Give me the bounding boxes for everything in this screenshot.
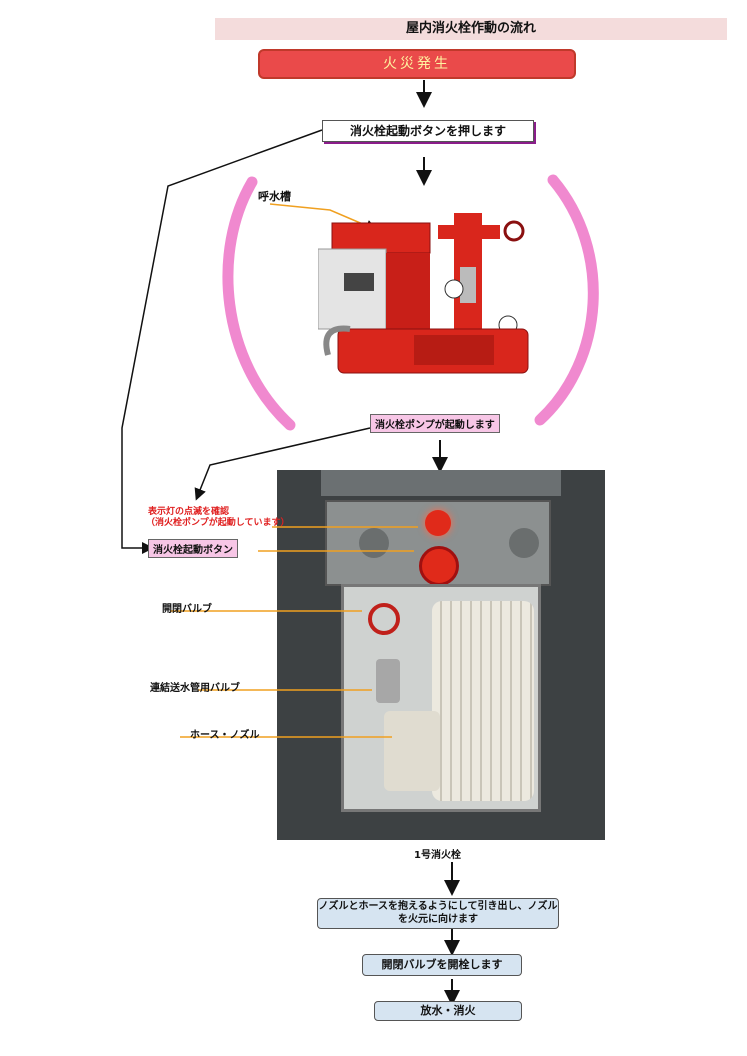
hose-rack bbox=[432, 601, 534, 801]
step-pump-starts: 消火栓ポンプが起動します bbox=[370, 414, 500, 433]
bracket-right bbox=[534, 174, 599, 426]
step-open-valve: 開閉バルブを開栓します bbox=[362, 954, 522, 976]
standpipe-valve-icon bbox=[376, 659, 400, 703]
step-fire: 火災発生 bbox=[258, 49, 576, 79]
page-title: 屋内消火栓作動の流れ bbox=[215, 18, 727, 40]
step-press-button: 消火栓起動ボタンを押します bbox=[322, 120, 534, 142]
label-start-button: 消火栓起動ボタン bbox=[148, 539, 238, 558]
fire-pump-image bbox=[318, 213, 529, 374]
label-indicator-line2: （消火栓ポンプが起動しています） bbox=[146, 518, 290, 528]
bracket-left bbox=[222, 176, 296, 431]
connector-pump-to-indicator bbox=[194, 427, 371, 501]
step-pull-hose: ノズルとホースを抱えるようにして引き出し、ノズルを火元に向けます bbox=[317, 898, 559, 929]
hydrant-cabinet-image bbox=[277, 470, 605, 840]
label-hose-nozzle: ホース・ノズル bbox=[190, 730, 260, 741]
label-standpipe-valve: 連結送水管用バルブ bbox=[150, 683, 240, 694]
label-indicator-line1: 表示灯の点滅を確認 bbox=[148, 507, 230, 517]
speaker-right-icon bbox=[509, 528, 539, 558]
step-discharge: 放水・消火 bbox=[374, 1001, 522, 1021]
hose-compartment bbox=[341, 584, 541, 812]
leader-priming-tank bbox=[269, 203, 378, 232]
connector-press-to-button bbox=[121, 129, 323, 554]
cabinet-top-panel bbox=[321, 470, 561, 496]
title-mask bbox=[40, 18, 215, 40]
indicator-panel bbox=[325, 500, 551, 586]
open-close-valve-icon bbox=[368, 603, 400, 635]
cabinet-caption: 1号消火栓 bbox=[414, 850, 461, 861]
hose-nozzle-icon bbox=[384, 711, 440, 791]
speaker-left-icon bbox=[359, 528, 389, 558]
indicator-lamp-icon bbox=[425, 510, 451, 536]
label-open-close-valve: 開閉バルブ bbox=[162, 604, 212, 615]
label-priming-tank: 呼水槽 bbox=[258, 190, 291, 203]
